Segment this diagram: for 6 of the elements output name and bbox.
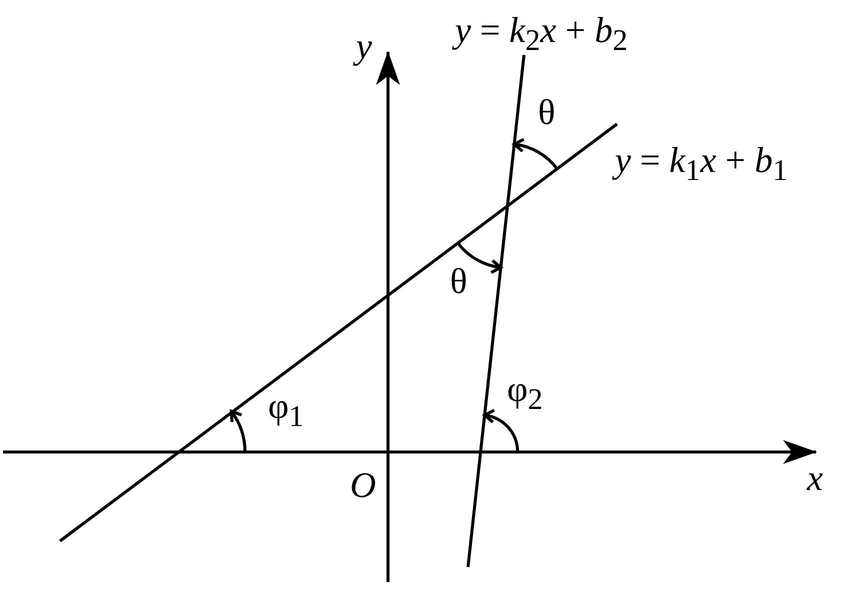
angle-label: φ$_{2}$	[507, 369, 543, 418]
origin-label: O	[350, 465, 376, 505]
angle-label: θ	[450, 261, 468, 301]
angle-label: φ$_{1}$	[268, 386, 304, 436]
angle-label: θ	[538, 92, 556, 132]
axis-label: x	[807, 458, 823, 498]
